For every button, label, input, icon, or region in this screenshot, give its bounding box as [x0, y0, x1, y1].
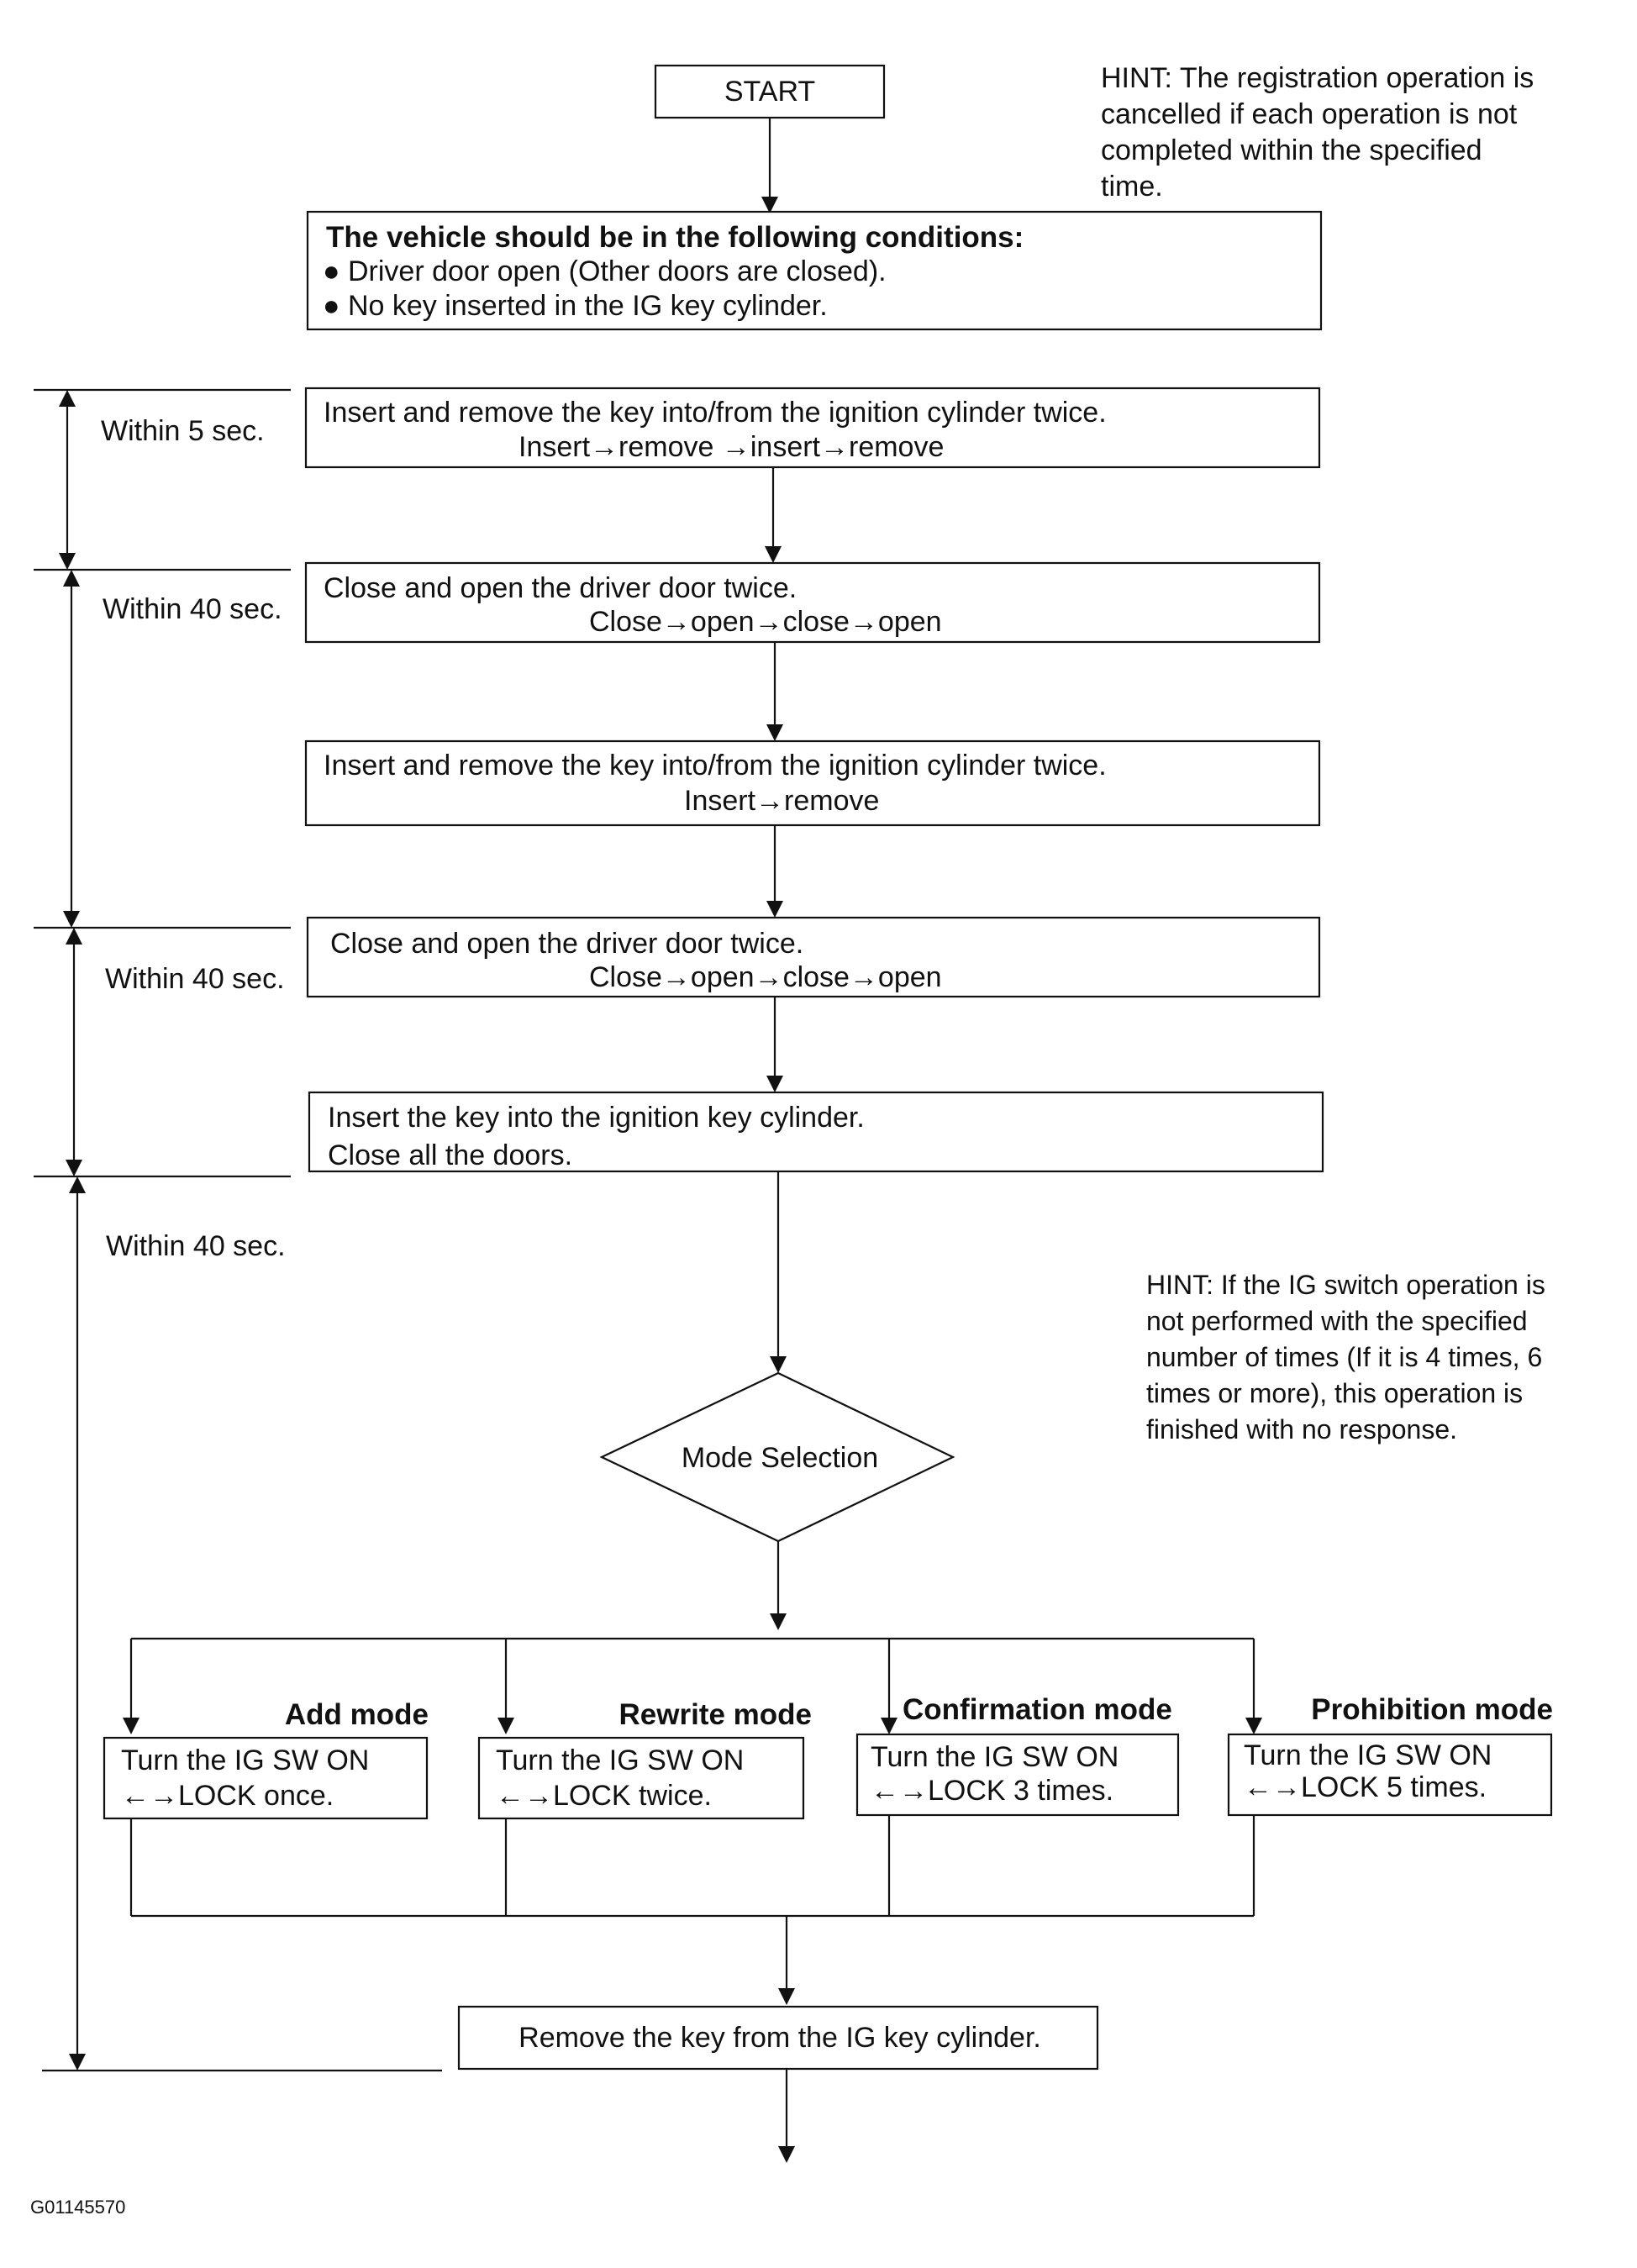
conditions-title: The vehicle should be in the following c…	[326, 221, 1024, 254]
time-limit-label: Within 5 sec.	[101, 415, 265, 447]
arrow-head	[778, 1988, 795, 2005]
mode-line1: Turn the IG SW ON	[496, 1744, 744, 1776]
timing-bracket	[59, 390, 76, 570]
mode-name: Rewrite mode	[619, 1698, 813, 1731]
timing-bracket	[66, 928, 82, 1176]
step-line2: Insert→remove	[684, 785, 879, 817]
step-line1: Close and open the driver door twice.	[324, 572, 797, 604]
arrow-head	[123, 1718, 139, 1734]
mode-line2: ←→LOCK twice.	[496, 1780, 712, 1812]
arrow-head	[766, 1076, 783, 1092]
arrow-head	[770, 1613, 787, 1630]
step-line2: Close all the doors.	[328, 1139, 572, 1171]
mode-line1: Turn the IG SW ON	[121, 1744, 369, 1776]
step-line1: Close and open the driver door twice.	[330, 928, 803, 960]
mode-line2: ←→LOCK 3 times.	[871, 1775, 1113, 1807]
start-box	[654, 64, 886, 119]
mode-name: Prohibition mode	[1311, 1693, 1553, 1726]
mode-box	[855, 1733, 1180, 1817]
timing-bracket	[69, 1176, 86, 2071]
mode-line1: Turn the IG SW ON	[1244, 1739, 1492, 1771]
arrow-head	[770, 1356, 787, 1373]
mode-name: Confirmation mode	[903, 1693, 1172, 1726]
conditions-box	[306, 210, 1323, 331]
time-limit-label: Within 40 sec.	[105, 963, 285, 995]
arrow-head	[778, 2146, 795, 2163]
arrow-head	[761, 197, 778, 213]
arrow-head	[766, 724, 783, 741]
hint-mid-line: HINT: If the IG switch operation is	[1146, 1270, 1545, 1300]
timing-bracket	[63, 570, 80, 928]
hint-top-line: completed within the specified	[1101, 134, 1482, 166]
hint-top-line: HINT: The registration operation is	[1101, 62, 1534, 94]
arrow-head	[765, 546, 782, 563]
decision-label: Mode Selection	[682, 1442, 878, 1474]
time-limit-label: Within 40 sec.	[106, 1230, 286, 1262]
mode-name: Add mode	[285, 1698, 429, 1731]
step-box	[308, 1091, 1324, 1173]
step-line2: Close→open→close→open	[589, 961, 942, 993]
condition-item: ● Driver door open (Other doors are clos…	[323, 255, 887, 287]
mode-box	[103, 1736, 429, 1820]
start-label: START	[724, 76, 815, 108]
mode-line2: ←→LOCK once.	[121, 1780, 334, 1812]
hint-top-line: time.	[1101, 171, 1163, 203]
arrow-head	[1245, 1718, 1262, 1734]
step-box	[304, 561, 1321, 644]
mode-box	[477, 1736, 805, 1820]
hint-top-line: cancelled if each operation is not	[1101, 98, 1518, 130]
time-limit-label: Within 40 sec.	[103, 593, 282, 625]
mode-line2: ←→LOCK 5 times.	[1244, 1771, 1487, 1803]
step-line2: Close→open→close→open	[589, 606, 942, 638]
hint-mid-line: number of times (If it is 4 times, 6	[1146, 1342, 1542, 1372]
hint-top: HINT: The registration operation is canc…	[1101, 62, 1534, 203]
arrow-head	[766, 901, 783, 918]
step-line2: Insert→remove →insert→remove	[518, 431, 944, 463]
arrow-head	[497, 1718, 514, 1734]
step-box	[304, 387, 1321, 469]
condition-item: ● No key inserted in the IG key cylinder…	[323, 290, 828, 322]
figure-id: G01145570	[30, 2197, 125, 2218]
mode-box	[1227, 1733, 1553, 1817]
step-line1: Insert and remove the key into/from the …	[324, 397, 1107, 429]
step-line1: Insert and remove the key into/from the …	[324, 750, 1107, 781]
hint-mid: HINT: If the IG switch operation is not …	[1146, 1270, 1545, 1444]
hint-mid-line: finished with no response.	[1146, 1414, 1457, 1444]
mode-line1: Turn the IG SW ON	[871, 1741, 1119, 1773]
hint-mid-line: times or more), this operation is	[1146, 1378, 1523, 1408]
step-line1: Insert the key into the ignition key cyl…	[328, 1102, 865, 1134]
final-step-label: Remove the key from the IG key cylinder.	[518, 2022, 1041, 2054]
hint-mid-line: not performed with the specified	[1146, 1306, 1528, 1336]
arrow-head	[881, 1718, 897, 1734]
final-step-box	[457, 2005, 1099, 2071]
step-box	[306, 916, 1321, 998]
step-box	[304, 739, 1321, 827]
